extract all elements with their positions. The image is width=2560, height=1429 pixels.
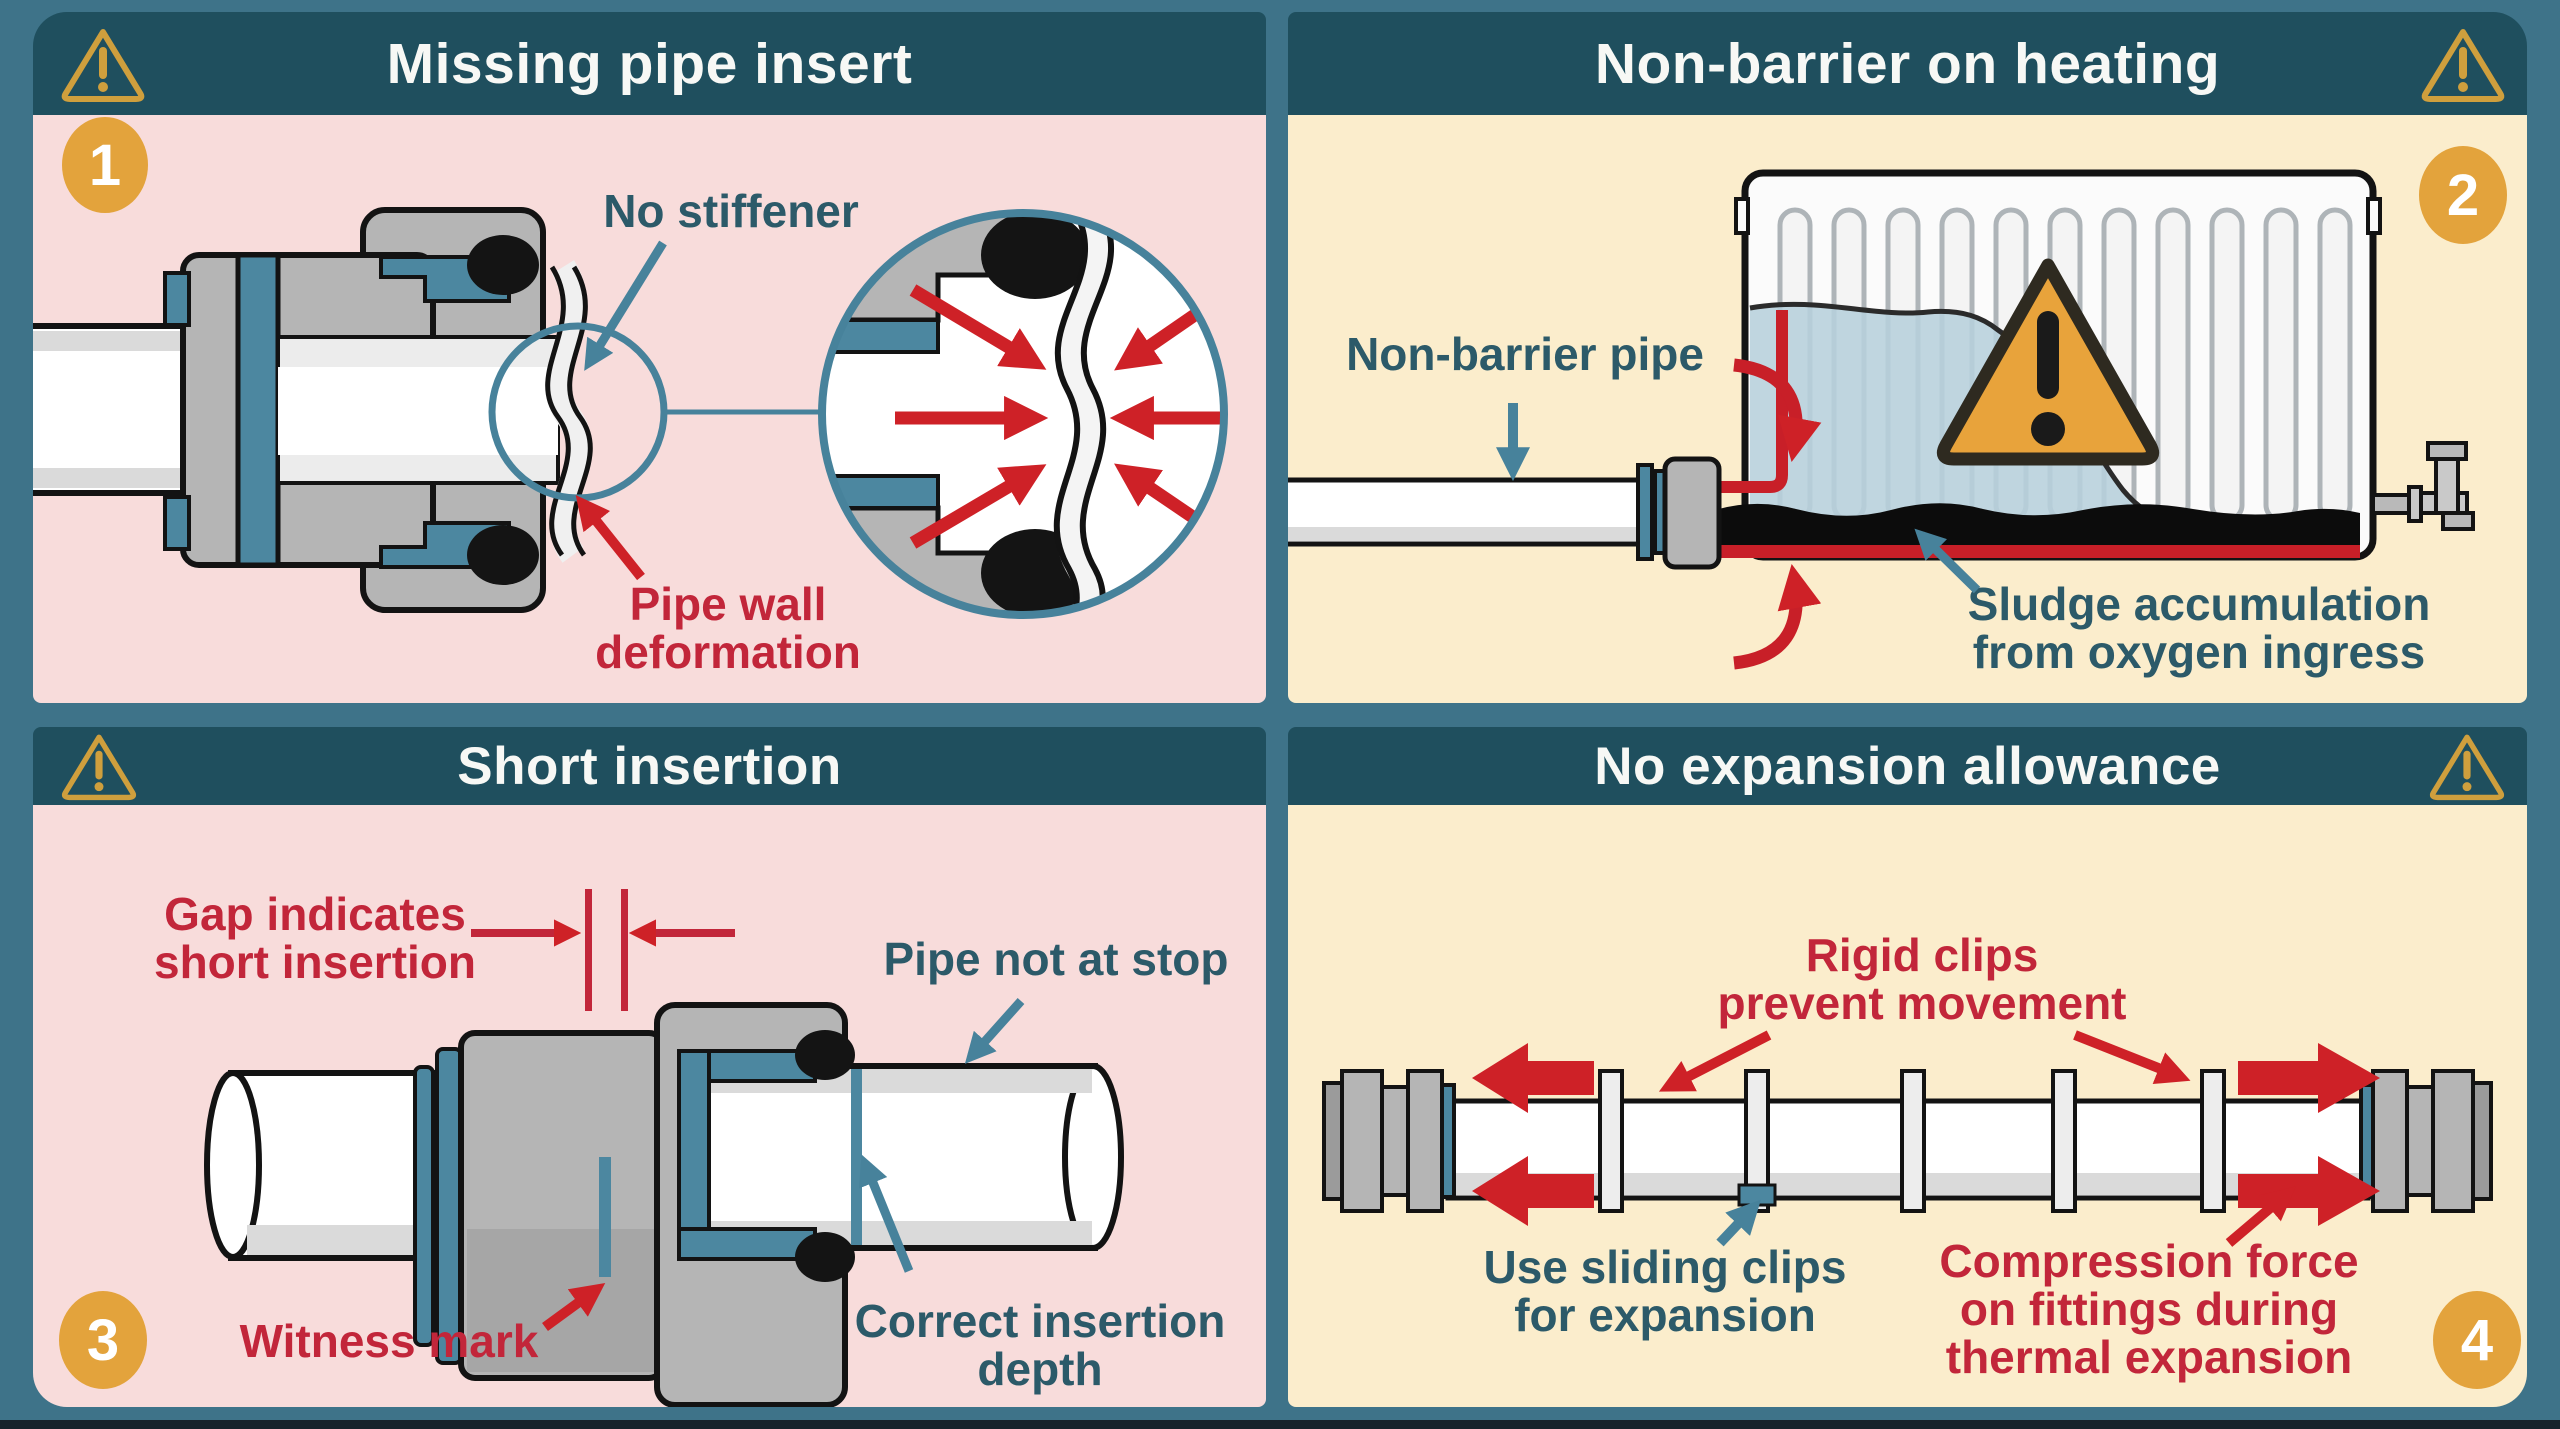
label-sliding-line2: for expansion <box>1514 1289 1816 1341</box>
oxygen-ingress-arrows <box>1733 358 1822 670</box>
deformed-pipe-wall <box>545 260 593 563</box>
panel-2-title: Non-barrier on heating <box>1594 31 2221 96</box>
sludge <box>1706 503 2360 545</box>
panel-4-header: No expansion allowance <box>1288 727 2527 805</box>
rigid-arrow-right <box>2073 1030 2191 1085</box>
panel-4-title: No expansion allowance <box>1594 736 2221 796</box>
label-non-barrier-pipe: Non-barrier pipe <box>1346 328 1704 380</box>
grab-ring <box>677 1049 817 1261</box>
panel-3-title: Short insertion <box>457 736 842 796</box>
label-depth-line1: Correct insertion <box>855 1295 1226 1347</box>
panel-1-header: Missing pipe insert <box>33 12 1266 115</box>
missing-insert-diagram: No stiffener Pipe wall deformation 1 <box>33 117 1228 678</box>
label-deformation: deformation <box>595 626 861 678</box>
short-insertion-diagram: Gap indicates short insertion Pipe not a… <box>59 888 1229 1407</box>
warning-triangle-icon <box>2419 25 2507 103</box>
label-compression-line3: thermal expansion <box>1946 1331 2352 1383</box>
panel-2-body: Non-barrier pipe Sludge accumulation fro… <box>1288 115 2527 703</box>
compression-arrow <box>2225 1186 2296 1247</box>
o-ring-bottom <box>795 1232 855 1282</box>
panel-no-expansion: No expansion allowance <box>1288 727 2527 1407</box>
panel-1-body: No stiffener Pipe wall deformation 1 <box>33 115 1266 703</box>
supply-pipe <box>1288 456 1722 570</box>
label-sliding-line1: Use sliding clips <box>1484 1241 1847 1293</box>
sliding-clip-arrow <box>1716 1199 1762 1247</box>
label-no-stiffener: No stiffener <box>603 185 859 237</box>
deformation-arrow <box>575 495 645 581</box>
badge-1-number: 1 <box>89 133 121 198</box>
witness-mark-line <box>599 1157 611 1277</box>
panel-missing-pipe-insert: Missing pipe insert <box>33 12 1266 703</box>
label-depth-line2: depth <box>977 1343 1102 1395</box>
witness-arrow <box>542 1282 606 1332</box>
label-compression-line2: on fittings during <box>1960 1283 2338 1335</box>
badge-1: 1 <box>62 117 148 213</box>
bottom-edge-strip <box>0 1420 2560 1429</box>
badge-2-number: 2 <box>2447 163 2479 228</box>
label-gap-line2: short insertion <box>154 936 476 988</box>
right-fitting <box>2359 1069 2493 1213</box>
push-fit-fitting <box>413 1002 848 1407</box>
panel-3-header: Short insertion <box>33 727 1266 805</box>
radiator-diagram: Non-barrier pipe Sludge accumulation fro… <box>1288 146 2507 678</box>
panel-3-body: Gap indicates short insertion Pipe not a… <box>33 805 1266 1407</box>
panel-1-title: Missing pipe insert <box>386 31 913 96</box>
panel-short-insertion: Short insertion <box>33 727 1266 1407</box>
gap-dimension <box>471 889 735 1011</box>
panel-4-body: Rigid clips prevent movement Use sliding… <box>1288 805 2527 1407</box>
magnified-view <box>818 209 1228 619</box>
label-rigid-line2: prevent movement <box>1717 977 2126 1029</box>
label-sludge-line2: from oxygen ingress <box>1973 626 2425 678</box>
label-rigid-line1: Rigid clips <box>1806 929 2039 981</box>
badge-4: 4 <box>2433 1291 2521 1389</box>
left-fitting <box>1322 1069 1456 1213</box>
label-gap-line1: Gap indicates <box>164 888 466 940</box>
expansion-diagram: Rigid clips prevent movement Use sliding… <box>1322 929 2521 1389</box>
expansion-force-arrows <box>1472 1043 2380 1226</box>
label-sludge-line1: Sludge accumulation <box>1968 578 2431 630</box>
label-compression-line1: Compression force <box>1939 1235 2358 1287</box>
warning-triangle-icon <box>59 731 139 801</box>
not-at-stop-arrow <box>964 998 1025 1064</box>
panel-non-barrier-heating: Non-barrier on heating <box>1288 12 2527 703</box>
label-pipe-wall: Pipe wall <box>630 578 827 630</box>
badge-3-number: 3 <box>87 1308 119 1373</box>
depth-arrow <box>858 1154 914 1273</box>
sliding-clip-base <box>1737 1183 1777 1207</box>
badge-4-number: 4 <box>2461 1308 2493 1373</box>
insertion-depth-line <box>851 1069 862 1245</box>
rigid-arrow-left <box>1658 1030 1772 1092</box>
badge-3: 3 <box>59 1291 147 1389</box>
warning-triangle-icon <box>2427 731 2507 801</box>
warning-triangle-icon <box>1936 258 2160 466</box>
right-pipe <box>702 1063 1124 1251</box>
badge-2: 2 <box>2419 146 2507 244</box>
o-ring-top <box>795 1030 855 1080</box>
sludge-arrow <box>1914 528 1981 594</box>
label-pipe-not-at-stop: Pipe not at stop <box>884 933 1229 985</box>
label-witness-mark: Witness mark <box>240 1315 539 1367</box>
pipe-fitting <box>163 207 560 613</box>
radiator-valve <box>2371 441 2475 531</box>
no-stiffener-arrow <box>584 240 667 371</box>
panel-2-header: Non-barrier on heating <box>1288 12 2527 115</box>
non-barrier-pipe-lining <box>1713 310 1788 493</box>
warning-triangle-icon <box>59 25 147 103</box>
